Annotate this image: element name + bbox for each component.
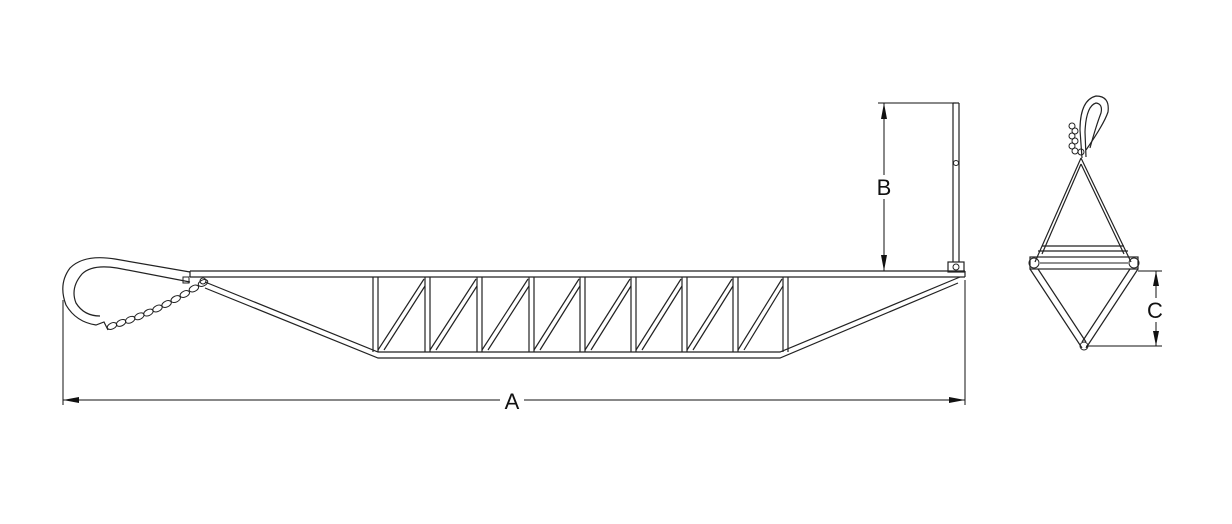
chain-link [179, 290, 191, 298]
end-chain [1068, 122, 1079, 155]
chain-link [188, 284, 200, 293]
side-view [62, 102, 966, 359]
truss-diagonal [429, 278, 477, 351]
dimension-b-label: B [877, 175, 892, 200]
chain-link [170, 295, 181, 304]
truss-diagonal [584, 278, 631, 351]
dimension-a: A [62, 280, 966, 414]
post [947, 102, 965, 273]
chain-link [197, 279, 209, 287]
dimension-b: B [872, 102, 956, 271]
truss-diagonal [737, 278, 783, 351]
chain-link [1068, 132, 1076, 140]
truss-diagonal [481, 278, 529, 351]
end-view [1028, 95, 1140, 351]
truss-diagonal [487, 285, 530, 351]
bottom-frame [204, 276, 961, 359]
dimension-c-label: C [1147, 298, 1163, 323]
truss-diagonal [692, 285, 734, 351]
dimension-a-label: A [505, 389, 520, 414]
truss-diagonal [377, 278, 425, 351]
chain [106, 279, 209, 330]
chain-link [1071, 137, 1079, 145]
truss-diagonal [383, 285, 426, 351]
top-rail [189, 270, 966, 285]
chain-link [124, 315, 136, 324]
chain-link [1068, 142, 1076, 150]
truss-diagonal [590, 285, 632, 351]
chain-link [1071, 127, 1079, 135]
hook [62, 257, 191, 331]
dimension-c: C [1086, 270, 1168, 347]
truss-diagonal [635, 278, 682, 351]
truss-diagonal [686, 278, 733, 351]
truss-diagonal [743, 285, 784, 351]
truss-diagonal [641, 285, 683, 351]
chain-link [1071, 147, 1079, 155]
truss [372, 277, 789, 352]
truss-diagonal [533, 278, 580, 351]
chain-link [1068, 122, 1076, 130]
truss-diagonal [539, 285, 581, 351]
chain-link [115, 318, 127, 327]
truss-diagonal [435, 285, 478, 351]
